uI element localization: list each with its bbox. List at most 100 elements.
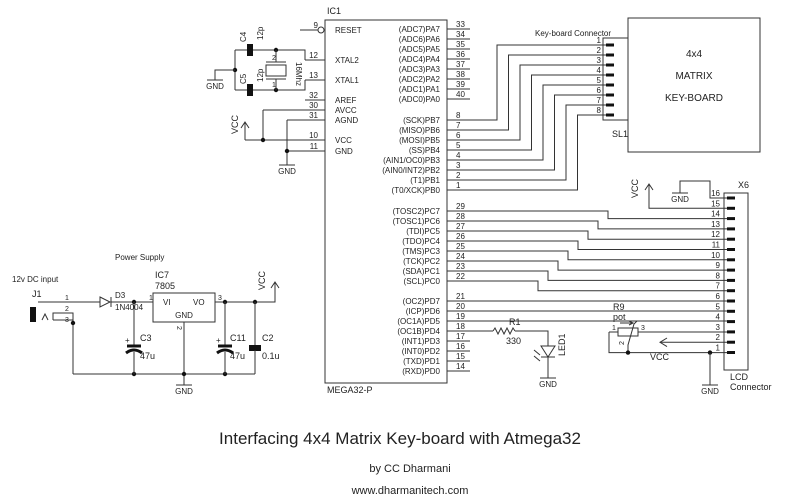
ic1-port-pin-name: (ADC3)PA3 (399, 65, 441, 74)
keyboard-wire (447, 64, 606, 141)
crystal-value: 16Mhz (294, 62, 303, 86)
ic1-part: MEGA32-P (327, 385, 373, 395)
ic1-port-pin-name: (OC1A)PD5 (397, 317, 440, 326)
ic1-pin-number: 39 (456, 80, 465, 89)
ic1-pin-number: 35 (456, 40, 465, 49)
r9-value: pot (613, 312, 626, 322)
ic1-pin-number: 29 (456, 202, 465, 211)
j1-pin2-wire (52, 312, 74, 374)
ic1-pin-number: 28 (456, 212, 465, 221)
keyboard-pin-number: 6 (597, 86, 602, 95)
ic1-pin-number: 7 (456, 121, 461, 130)
r9-pin-number: 3 (641, 325, 645, 332)
ic1-pin-name: VCC (335, 136, 352, 145)
ic1-port-pin-name: (TCK)PC2 (403, 257, 440, 266)
keyboard-wire (447, 104, 606, 181)
keyboard-connector-label: Key-board Connector (535, 29, 611, 38)
junction-dot (284, 148, 290, 154)
d3-diode-icon (99, 296, 112, 308)
keyboard-wire (447, 44, 606, 121)
author-credit: by CC Dharmani (369, 463, 450, 475)
ic1-port-pin-name: (TXD)PD1 (403, 357, 440, 366)
ic1-body (324, 19, 448, 384)
ic1-pin-number: 6 (456, 131, 461, 140)
lcd-pin-number: 3 (716, 323, 721, 332)
vcc-arrow-icon (240, 121, 250, 129)
ic1-pin-name: GND (335, 147, 353, 156)
ic1-pin-name: RESET (335, 26, 362, 35)
crystal-gnd-wire (214, 69, 235, 80)
r9-wiper (627, 320, 638, 353)
lcd-data-wire (447, 250, 727, 261)
c11-capacitor-curve (216, 348, 234, 355)
lcd-bottom-wire (608, 332, 727, 354)
c4-value: 12p (256, 26, 265, 40)
xtal2-net (235, 49, 306, 60)
keyboard-wire (447, 94, 606, 171)
c5-ref: C5 (239, 73, 248, 84)
r9-pin-number: 2 (619, 341, 626, 345)
ic1-pin-number: 33 (456, 20, 465, 29)
ic1-pin-number: 12 (309, 51, 318, 60)
j1-pin-number: 1 (65, 295, 69, 302)
ic1-port-pin-name: (INT0)PD2 (402, 347, 441, 356)
ic1-port-pin-name: (T1)PB1 (410, 176, 440, 185)
ic1-port-pin-name: (ADC5)PA5 (399, 45, 441, 54)
lcd-pin-number: 5 (716, 302, 721, 311)
ic1-pin-number: 8 (456, 111, 461, 120)
crystal-body (265, 64, 287, 77)
lcd-pin-number: 16 (711, 189, 720, 198)
junction-dot (260, 137, 266, 143)
ic1-port-pin-name: (AIN0/INT2)PB2 (382, 166, 440, 175)
website-credit: www.dharmanitech.com (351, 485, 469, 497)
j1-ref: J1 (32, 289, 42, 299)
crystal-pin-number: 1 (272, 82, 276, 89)
vcc-label: VCC (630, 178, 640, 198)
ic7-gnd-label: GND (175, 311, 193, 320)
lcd-pin-number: 9 (716, 261, 721, 270)
led1-icon (540, 345, 556, 358)
junction-dot (70, 320, 76, 326)
ic1-pin-number: 13 (309, 71, 318, 80)
ic7-vi-label: VI (163, 298, 171, 307)
d3-ref: D3 (115, 291, 126, 300)
ic1-pin-number: 26 (456, 232, 465, 241)
vcc-label: VCC (257, 270, 267, 290)
ic1-pin-name: AVCC (335, 106, 357, 115)
ic1-port-pin-name: (AIN1/OC0)PB3 (383, 156, 440, 165)
keyboard-wire (447, 84, 606, 161)
ic1-pin-number: 27 (456, 222, 465, 231)
led-light-arrow-icon (533, 355, 541, 362)
ic1-pin-number: 9 (314, 21, 319, 30)
c11-value: 47u (230, 351, 245, 361)
ic7-vo-label: VO (193, 298, 205, 307)
lcd-pin-number: 8 (716, 271, 721, 280)
ic1-pin-number: 10 (309, 131, 318, 140)
r1-resistor (492, 326, 516, 336)
ic1-pin-number: 25 (456, 242, 465, 251)
led-light-arrow-icon (533, 349, 541, 356)
r9-pot-body (617, 327, 639, 337)
ic1-pin-name: XTAL1 (335, 76, 359, 85)
lcd-pin-number: 4 (716, 313, 721, 322)
gnd-label: GND (701, 387, 719, 396)
c11-ref: C11 (230, 333, 246, 343)
lcd-pin-number: 11 (712, 241, 721, 250)
ic1-pin-number: 24 (456, 252, 465, 261)
gnd-label: GND (206, 82, 224, 91)
lcd-pin-number: 15 (711, 199, 720, 208)
ic1-pin-number: 3 (456, 161, 461, 170)
ic1-pin-number: 37 (456, 60, 465, 69)
r9-ref: R9 (613, 302, 625, 312)
ic1-port-pin-name: (ADC6)PA6 (399, 35, 441, 44)
c3-value: 47u (140, 351, 155, 361)
ic1-pin-number: 20 (456, 302, 465, 311)
ic1-pin-name: AGND (335, 116, 358, 125)
ic1-port-pin-name: (OC1B)PD4 (397, 327, 440, 336)
j1-pin-number: 2 (65, 306, 69, 313)
lcd-connector-label: Connector (730, 382, 772, 392)
lcd-pin-number: 14 (711, 210, 720, 219)
lcd-pin-number: 7 (716, 282, 721, 291)
ic1-pin-number: 17 (456, 332, 465, 341)
lcd-pin-number: 2 (716, 333, 721, 342)
